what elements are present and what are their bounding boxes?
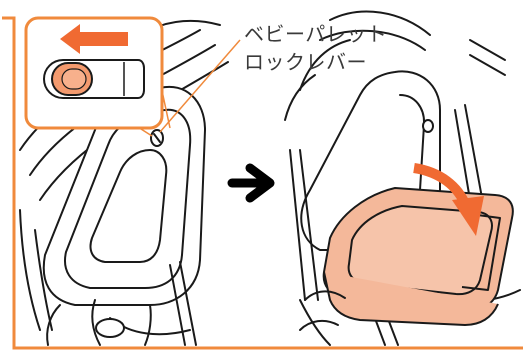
right-arrow-icon <box>232 168 270 198</box>
baby-palette-tray <box>324 188 513 325</box>
callout-label-baby-palette-lock-lever: ベビーパレット ロックレバー <box>244 20 387 76</box>
callout-label-line1: ベビーパレット <box>244 20 387 48</box>
callout-label-line2: ロックレバー <box>244 48 387 76</box>
